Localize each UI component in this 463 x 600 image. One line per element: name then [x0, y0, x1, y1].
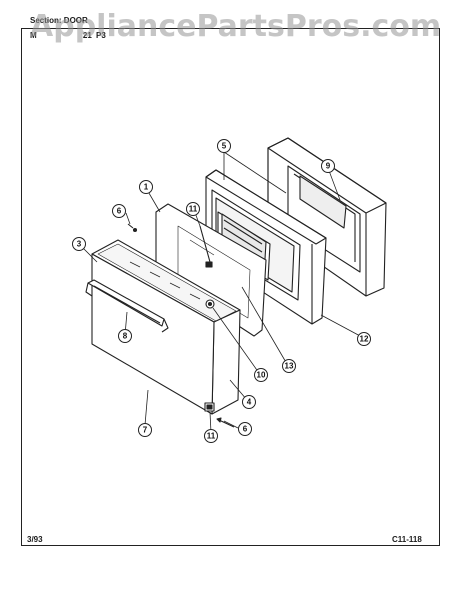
model-fragment: 21: [82, 31, 92, 40]
callout-10-circle: [254, 368, 268, 382]
part-11-clip-upper: [199, 225, 213, 268]
footer-code: C11-118: [392, 535, 422, 544]
model-fragment-suffix: P3: [96, 31, 106, 40]
callout-11-lower: 11: [207, 432, 216, 441]
callout-3: 3: [77, 240, 82, 249]
part-11-hinge-lower: [204, 402, 215, 412]
part-6-screw-top: [127, 223, 138, 233]
callout-9-circle: [321, 159, 335, 173]
callout-12-circle: [357, 332, 371, 346]
callout-5: 5: [222, 142, 227, 151]
callout-13: 13: [285, 362, 294, 371]
callout-3-circle: [72, 237, 86, 251]
callout-8-circle: [118, 329, 132, 343]
part-9-rear-frame: [267, 137, 387, 297]
footer-date: 3/93: [27, 535, 43, 544]
callout-11-upper-circle: [186, 202, 200, 216]
model-label: M: [30, 31, 37, 40]
callout-6-top: 6: [117, 207, 122, 216]
callout-5-circle: [217, 139, 231, 153]
part-6-screw-bottom: [216, 417, 235, 428]
diagram-frame: [21, 28, 440, 546]
callout-10: 10: [257, 371, 266, 380]
callout-11-lower-circle: [204, 429, 218, 443]
section-label: Section:: [30, 16, 62, 25]
callout-4-circle: [242, 395, 256, 409]
callout-6-top-circle: [112, 204, 126, 218]
callout-11-upper: 11: [189, 205, 198, 214]
model-header: M 21 P3: [30, 31, 106, 40]
callout-6-bottom: 6: [243, 425, 248, 434]
callout-7-circle: [138, 423, 152, 437]
callout-8: 8: [123, 332, 128, 341]
callout-12: 12: [360, 335, 369, 344]
callout-9: 9: [326, 162, 331, 171]
callout-7: 7: [143, 426, 148, 435]
callout-6-bottom-circle: [238, 422, 252, 436]
part-1-insulation: [155, 203, 267, 337]
section-value: DOOR: [63, 16, 88, 25]
callout-1-circle: [139, 180, 153, 194]
watermark: AppliancePartsPros.com: [30, 9, 442, 44]
callout-13-circle: [282, 359, 296, 373]
callout-1: 1: [144, 183, 149, 192]
section-header: Section: DOOR: [30, 16, 88, 25]
callout-4: 4: [247, 398, 252, 407]
